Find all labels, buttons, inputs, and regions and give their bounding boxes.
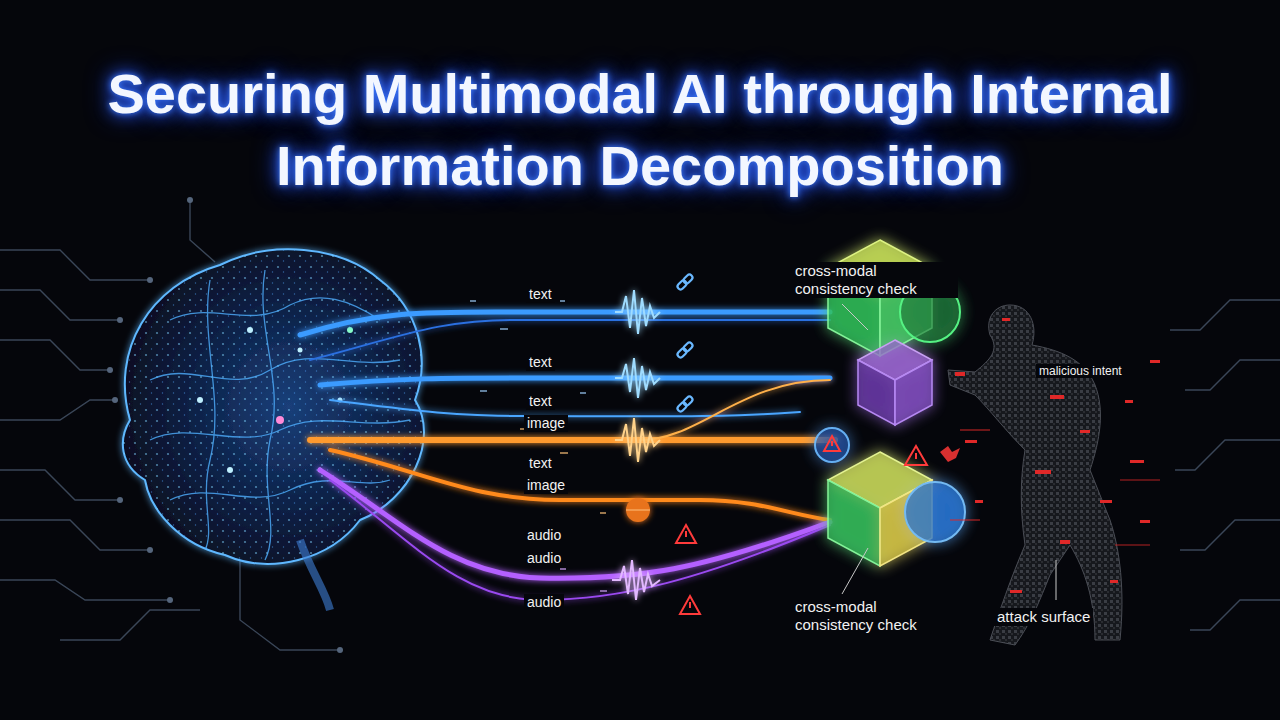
callout-label: cross-modal consistency check xyxy=(792,262,958,298)
stream-label: text xyxy=(526,393,555,410)
stream-label: audio xyxy=(524,527,564,544)
diagram-title: Securing Multimodal AI through Internal … xyxy=(60,58,1220,202)
stream-label: text xyxy=(526,286,555,303)
stream-label: image xyxy=(524,477,568,494)
stream-label: audio xyxy=(524,550,564,567)
stream-label: text xyxy=(526,354,555,371)
callout-label: attack surface xyxy=(994,608,1093,626)
callout-label: cross-modal consistency check xyxy=(792,598,958,634)
stream-label: image xyxy=(524,415,568,432)
stream-label: audio xyxy=(524,594,564,611)
figure-label: malicious intent xyxy=(1036,364,1125,378)
stream-label: text xyxy=(526,455,555,472)
